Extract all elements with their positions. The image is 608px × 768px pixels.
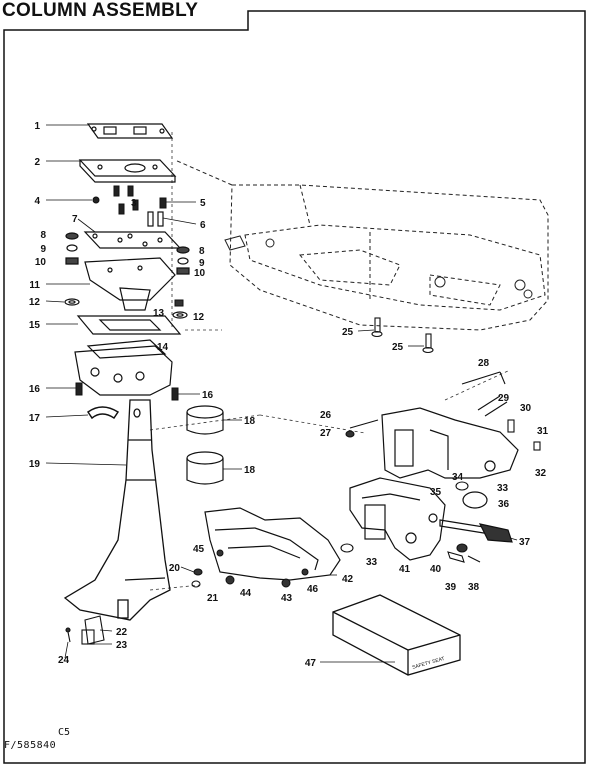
part-label-23: 23 [116,640,128,651]
part-11-base-plate [84,257,176,311]
part-label-11: 11 [29,280,40,291]
part-label-22: 22 [116,627,128,638]
parts-8-10-nuts-washers [65,232,190,275]
part-label-38: 38 [468,582,480,593]
leader-lines [45,124,518,663]
part-label-15: 15 [29,320,41,331]
part-19-column [63,399,171,621]
part-label-47: 47 [305,658,317,669]
part-label-46: 46 [307,584,319,595]
part-36-knob [462,491,488,509]
part-label-42: 42 [342,574,354,585]
part-number-labels: 1 2 3 4 5 6 7 8 8 9 9 10 10 11 12 12 13 … [29,121,549,669]
part-7-gasket-plate [83,231,182,249]
part-label-10-right: 10 [194,268,206,279]
part-label-32: 32 [535,468,547,479]
part-label-25-left: 25 [342,327,354,338]
part-label-20: 20 [169,563,181,574]
part-label-9-left: 9 [40,244,46,255]
part-label-5: 5 [200,198,206,209]
part-47-seat-box [332,594,461,676]
part-label-33-left: 33 [366,557,378,568]
drawing-number: F/585840 [4,740,57,751]
boat-hull-details [224,235,533,299]
part-label-4: 4 [34,196,40,207]
part-18-clamps [186,405,224,485]
part-label-30: 30 [520,403,532,414]
part-label-36: 36 [498,499,510,510]
parts-43-46-fasteners [216,549,309,588]
part-label-6: 6 [200,220,206,231]
part-label-18-top: 18 [244,416,256,427]
part-label-3: 3 [131,198,137,209]
part-label-31: 31 [537,426,549,437]
part-41-bracket [349,477,446,561]
part-label-45: 45 [193,544,205,555]
part-37-lever [439,519,513,543]
boat-hull-outline [174,159,549,331]
part-label-28: 28 [478,358,490,369]
page-title: COLUMN ASSEMBLY [2,0,199,21]
part-label-35: 35 [430,487,442,498]
part-6-spacer [147,211,164,227]
part-label-21: 21 [207,593,219,604]
part-1-gasket [86,123,174,139]
part-label-27: 27 [320,428,332,439]
assembly-lines [149,132,511,591]
part-label-34: 34 [452,472,464,483]
parts-20-24-hardware [65,568,203,645]
part-label-16-left: 16 [29,384,41,395]
part-label-17: 17 [29,413,41,424]
part-label-14: 14 [157,342,169,353]
part-12-washers [64,298,188,319]
part-label-39: 39 [445,582,457,593]
part-label-44: 44 [240,588,252,599]
part-32-bracket-cover [381,407,519,479]
part-label-19: 19 [29,459,41,470]
part-label-10-left: 10 [35,257,47,268]
part-label-12-right: 12 [193,312,205,323]
part-13-mount [174,299,184,307]
part-label-33-right: 33 [497,483,509,494]
part-label-25-right: 25 [392,342,404,353]
part-label-37: 37 [519,537,531,548]
part-label-43: 43 [281,593,293,604]
part-label-40: 40 [430,564,442,575]
part-14-column-head [74,339,173,396]
parts-3-5-bolts [92,185,167,215]
part-label-24: 24 [58,655,70,666]
part-label-16-right: 16 [202,390,214,401]
page-frame [3,10,586,764]
part-16-bolts [75,382,179,401]
page-code: C5 [58,727,71,738]
part-label-9-right: 9 [199,258,205,269]
part-label-26: 26 [320,410,332,421]
part-label-7: 7 [72,214,78,225]
part-label-1: 1 [34,121,40,132]
part-42-tiller-cover [204,507,341,581]
part-15-gasket [76,315,182,335]
part-label-41: 41 [399,564,411,575]
part-2-top-plate [78,159,177,183]
parts-26-31-hardware [345,317,541,563]
part-label-2: 2 [34,157,40,168]
part-17-clip [86,406,120,420]
part-label-13: 13 [153,308,165,319]
part-label-8-left: 8 [40,230,46,241]
part-33-washers [340,481,469,553]
part-label-12-left: 12 [29,297,41,308]
part-label-8-right: 8 [199,246,205,257]
part-label-18-bottom: 18 [244,465,256,476]
part-label-29: 29 [498,393,510,404]
